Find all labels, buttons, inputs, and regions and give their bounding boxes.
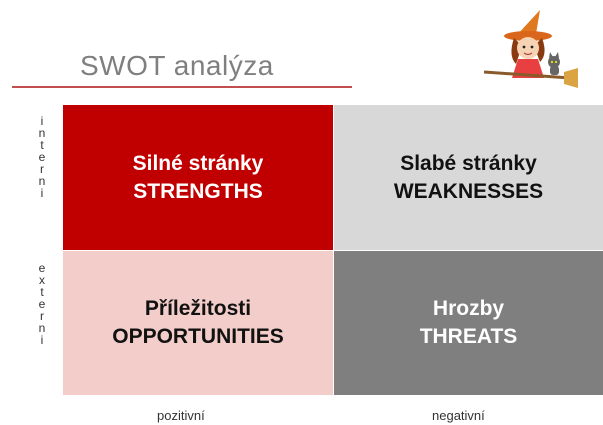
axis-label-external: e x t e r n i [38, 261, 46, 347]
axis-label-negative: negativní [432, 408, 485, 423]
quadrant-threats: Hrozby THREATS [333, 250, 603, 395]
quadrant-threats-title: Hrozby [432, 297, 505, 320]
quadrant-opportunities: Příležitosti OPPORTUNITIES [63, 250, 333, 395]
axis-label-internal: i n t e r n i [38, 114, 46, 200]
quadrant-strengths-subtitle: STRENGTHS [133, 179, 263, 203]
title-underline [12, 86, 352, 88]
quadrant-weaknesses-subtitle: WEAKNESSES [393, 179, 544, 203]
witch-on-broom-icon [483, 10, 578, 88]
quadrant-weaknesses: Slabé stránky WEAKNESSES [333, 105, 603, 250]
slide-title: SWOT analýza [80, 50, 274, 81]
swot-matrix: Silné stránky STRENGTHS Slabé stránky WE… [63, 105, 603, 395]
quadrant-opportunities-subtitle: OPPORTUNITIES [112, 325, 284, 348]
quadrant-strengths-title: Silné stránky [132, 151, 264, 175]
quadrant-threats-subtitle: THREATS [419, 325, 518, 348]
axis-label-positive: pozitivní [157, 408, 205, 423]
quadrant-weaknesses-title: Slabé stránky [400, 151, 537, 175]
quadrant-strengths: Silné stránky STRENGTHS [63, 105, 333, 250]
quadrant-opportunities-title: Příležitosti [144, 297, 252, 320]
